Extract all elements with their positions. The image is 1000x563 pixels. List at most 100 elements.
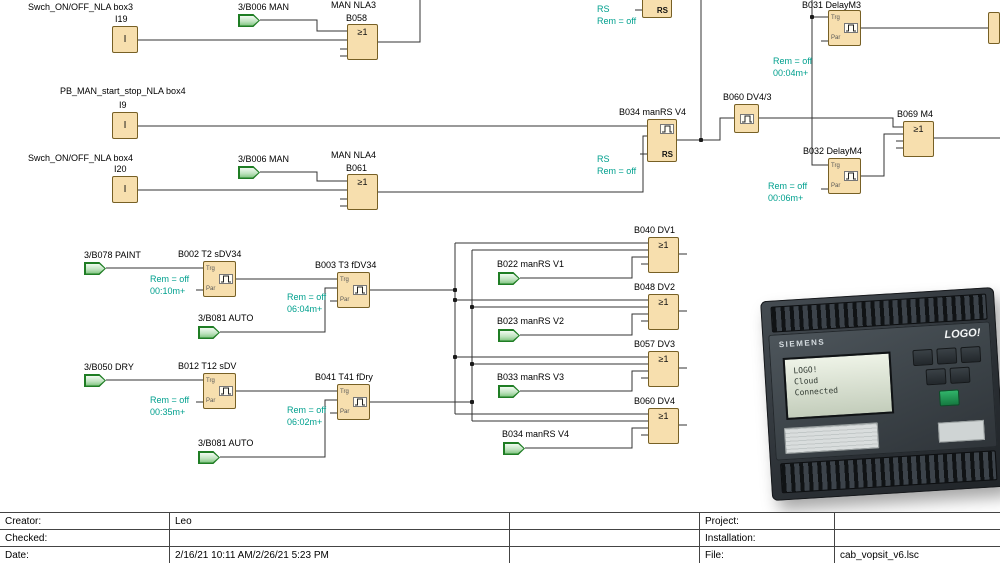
flag-label-b050-dry: 3/B050 DRY: [84, 362, 134, 372]
net-label-box4-title: Swch_ON/OFF_NLA box4: [28, 153, 134, 163]
block-b048-or[interactable]: ≥1: [648, 294, 679, 330]
pin-label-par: Par: [206, 286, 216, 292]
or-symbol: ≥1: [658, 354, 669, 364]
block-id-b034-rs: B034 manRS V4: [619, 107, 687, 117]
block-rs-partial-top[interactable]: RS: [642, 0, 672, 18]
block-id-b032: B032 DelayM4: [803, 146, 863, 156]
reference-flag-b034-manrs-v4[interactable]: [503, 442, 525, 455]
wire-path[interactable]: [106, 0, 1000, 458]
block-title-man-nla4: MAN NLA4: [331, 150, 377, 160]
parameter-note-b003: Rem = off 06:04m+: [287, 291, 326, 315]
block-i20-input[interactable]: I: [112, 176, 138, 203]
parameter-note-b012: Rem = off 00:35m+: [150, 394, 189, 418]
parameter-note-b041: Rem = off 06:02m+: [287, 404, 326, 428]
title-block-row: Creator: Leo Project:: [0, 513, 1000, 530]
block-b069-or[interactable]: ≥1: [903, 121, 934, 157]
title-value-date: 2/16/21 10:11 AM/2/26/21 5:23 PM: [170, 547, 510, 563]
reference-flag-b078-paint[interactable]: [84, 262, 106, 275]
block-id-b061: B061: [346, 163, 368, 173]
reference-flag-b023-manrs-v2[interactable]: [498, 329, 520, 342]
or-symbol: ≥1: [658, 297, 669, 307]
parameter-line: 00:10m+: [150, 286, 186, 296]
flag-label-b081-auto-2: 3/B081 AUTO: [198, 438, 254, 448]
diagram-canvas[interactable]: I I I ≥1 ≥1 ≥1 ≥1 ≥1 ≥1 ≥1 RS RS Trg Par: [0, 0, 1000, 512]
net-label-pb-title: PB_MAN_start_stop_NLA box4: [60, 86, 186, 96]
junction-dots: [452, 14, 815, 405]
timer-icon: [219, 386, 233, 396]
block-b003-timer[interactable]: Trg Par: [337, 272, 370, 308]
wire-layer[interactable]: [0, 0, 1000, 512]
block-id-b060: B060 DV4: [634, 396, 676, 406]
timer-icon: [219, 274, 233, 284]
flipflop-icon: [739, 113, 754, 124]
title-label-creator: Creator:: [0, 513, 170, 529]
input-symbol: I: [123, 184, 127, 195]
pin-label-par: Par: [340, 297, 350, 303]
parameter-line: Rem = off: [287, 292, 327, 302]
block-id-b012: B012 T12 sDV: [178, 361, 237, 371]
block-b058-or[interactable]: ≥1: [347, 24, 378, 60]
timer-icon: [844, 171, 858, 181]
pin-label-par: Par: [340, 409, 350, 415]
block-b060-or[interactable]: ≥1: [648, 408, 679, 444]
device-key: [960, 345, 982, 364]
or-symbol: ≥1: [913, 124, 924, 134]
device-key: [936, 347, 958, 365]
title-value-file: cab_vopsit_v6.lsc: [840, 550, 919, 561]
block-b060-reference[interactable]: [734, 104, 759, 133]
flipflop-icon: [660, 124, 674, 134]
parameter-note-b032: Rem = off 00:06m+: [768, 180, 807, 204]
block-b034-rs-latch[interactable]: RS: [647, 119, 677, 162]
reference-flag-b050-dry[interactable]: [84, 374, 106, 387]
reference-flag-b006-man-2[interactable]: [238, 166, 260, 179]
pin-label-trg: Trg: [206, 378, 215, 384]
title-label-file: File:: [700, 547, 835, 563]
pin-label-trg: Trg: [340, 277, 349, 283]
block-b012-timer[interactable]: Trg Par: [203, 373, 236, 409]
net-label-box3-title: Swch_ON/OFF_NLA box3: [28, 2, 134, 12]
block-partial-right-edge[interactable]: [988, 12, 1000, 44]
parameter-line: 00:35m+: [150, 407, 186, 417]
title-label-installation: Installation:: [700, 530, 835, 546]
reference-flag-b006-man-1[interactable]: [238, 14, 260, 27]
block-title-man-nla3: MAN NLA3: [331, 0, 377, 10]
title-value-checked: [170, 530, 510, 546]
block-id-b003: B003 T3 fDV34: [315, 260, 377, 270]
title-gap-cell: [510, 513, 700, 529]
pin-label-trg: Trg: [340, 389, 349, 395]
reference-flag-b022-manrs-v1[interactable]: [498, 272, 520, 285]
block-b057-or[interactable]: ≥1: [648, 351, 679, 387]
or-symbol: ≥1: [357, 27, 368, 37]
block-b040-or[interactable]: ≥1: [648, 237, 679, 273]
block-id-b069: B069 M4: [897, 109, 934, 119]
block-id-b057: B057 DV3: [634, 339, 676, 349]
block-i9-input[interactable]: I: [112, 112, 138, 139]
title-block-row: Checked: Installation:: [0, 530, 1000, 547]
block-i19-input[interactable]: I: [112, 26, 138, 53]
reference-flag-b033-manrs-v3[interactable]: [498, 385, 520, 398]
flag-label-b022-manrs-v1: B022 manRS V1: [497, 259, 565, 269]
device-ok-key: [938, 389, 960, 407]
logo-product-text: LOGO!: [944, 326, 981, 342]
block-id-b041: B041 T41 fDry: [315, 372, 373, 382]
title-block: Creator: Leo Project: Checked: Installat…: [0, 512, 1000, 563]
block-b041-timer[interactable]: Trg Par: [337, 384, 370, 420]
flag-label-b078-paint: 3/B078 PAINT: [84, 250, 141, 260]
reference-flag-b081-auto-2[interactable]: [198, 451, 220, 464]
flag-label-b006-man-1: 3/B006 MAN: [238, 2, 290, 12]
block-b002-timer[interactable]: Trg Par: [203, 261, 236, 297]
block-id-i9: I9: [119, 100, 127, 110]
block-b031-timer[interactable]: Trg Par: [828, 10, 861, 46]
parameter-line: RS: [597, 154, 610, 164]
or-symbol: ≥1: [357, 177, 368, 187]
pin-stubs: [196, 9, 903, 436]
title-label-checked: Checked:: [0, 530, 170, 546]
parameter-line: 06:02m+: [287, 417, 323, 427]
parameter-line: Rem = off: [773, 56, 813, 66]
pin-label-trg: Trg: [206, 266, 215, 272]
reference-flag-b081-auto-1[interactable]: [198, 326, 220, 339]
block-b032-timer[interactable]: Trg Par: [828, 158, 861, 194]
device-label-strip: [783, 422, 880, 455]
block-b061-or[interactable]: ≥1: [347, 174, 378, 210]
device-photo: SIEMENS LOGO! LOGO! Cloud Connected: [760, 287, 1000, 501]
